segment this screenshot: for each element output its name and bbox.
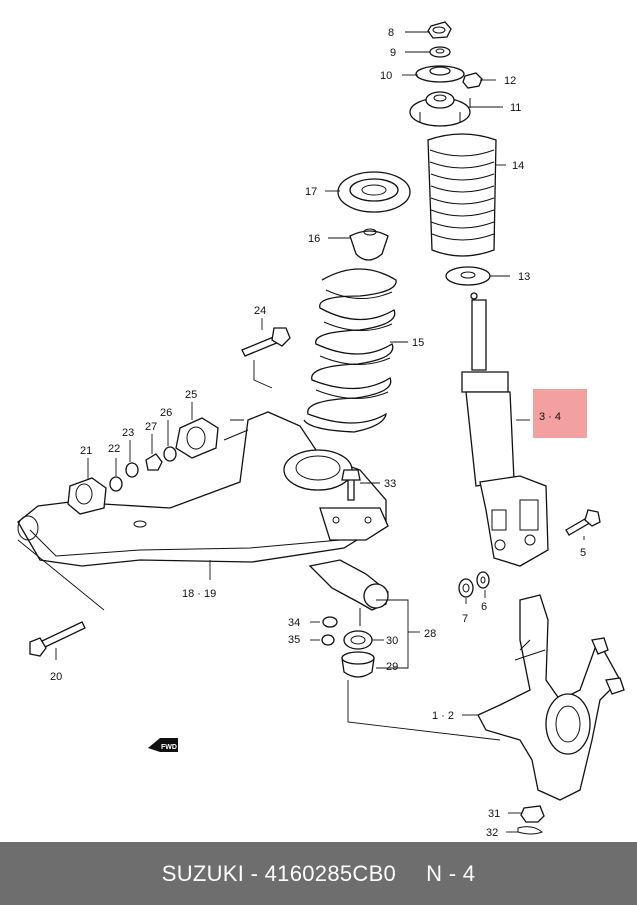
callout-24: 24 bbox=[254, 305, 266, 317]
callout-27: 27 bbox=[145, 421, 157, 433]
leader-lines bbox=[17, 31, 585, 833]
bolt-5 bbox=[565, 509, 601, 536]
callout-28: 28 bbox=[424, 628, 436, 640]
castle-nut-31 bbox=[520, 805, 545, 823]
callout-25: 25 bbox=[185, 389, 197, 401]
callout-26: 26 bbox=[160, 407, 172, 419]
callout-1-2: 1 · 2 bbox=[432, 710, 454, 722]
strut-upper-plate-10 bbox=[415, 65, 465, 83]
exploded-parts-diagram: FWD 8 bbox=[17, 21, 625, 839]
callout-29: 29 bbox=[386, 661, 398, 673]
washer-22 bbox=[109, 476, 123, 492]
callout-16: 16 bbox=[308, 233, 320, 245]
callout-7: 7 bbox=[462, 613, 468, 625]
bump-stop-13 bbox=[445, 266, 491, 300]
callout-17: 17 bbox=[305, 186, 317, 198]
cotter-pin-32 bbox=[517, 826, 543, 835]
callout-10: 10 bbox=[380, 70, 392, 82]
callout-13: 13 bbox=[518, 271, 530, 283]
callout-22: 22 bbox=[108, 443, 120, 455]
dust-boot-14 bbox=[427, 133, 497, 257]
strut-nut-8 bbox=[427, 21, 452, 39]
steering-knuckle-1-2 bbox=[477, 594, 625, 801]
nut-12 bbox=[462, 72, 483, 89]
nut-27 bbox=[145, 453, 163, 471]
highlight-box-3-4[interactable] bbox=[533, 389, 587, 438]
callout-15: 15 bbox=[412, 337, 424, 349]
ball-joint-28 bbox=[308, 559, 389, 626]
nut-7 bbox=[458, 578, 474, 598]
callout-14: 14 bbox=[512, 160, 524, 172]
callout-21: 21 bbox=[80, 445, 92, 457]
callout-12: 12 bbox=[504, 75, 516, 87]
callout-33: 33 bbox=[384, 478, 396, 490]
callout-30: 30 bbox=[386, 635, 398, 647]
callout-3-4[interactable]: 3 · 4 bbox=[539, 411, 561, 423]
callout-20: 20 bbox=[50, 671, 62, 683]
part-number-caption: SUZUKI - 4160285CB0 bbox=[161, 860, 397, 886]
callout-18-19: 18 · 19 bbox=[182, 588, 216, 600]
ball-joint-bracket bbox=[319, 507, 389, 541]
clip-29 bbox=[341, 651, 375, 678]
washer-35 bbox=[321, 634, 335, 646]
callout-6: 6 bbox=[481, 601, 487, 613]
fwd-label: FWD bbox=[161, 744, 177, 751]
bushing-25 bbox=[175, 417, 219, 459]
callout-34: 34 bbox=[288, 617, 300, 629]
bump-stopper-16 bbox=[349, 228, 389, 261]
bolt-20 bbox=[29, 621, 86, 657]
callout-35: 35 bbox=[288, 634, 300, 646]
washer-9 bbox=[429, 46, 451, 58]
footer-bar: SUZUKI - 4160285CB0 N - 4 bbox=[0, 842, 637, 905]
callout-31: 31 bbox=[488, 808, 500, 820]
strut-mount-11 bbox=[409, 91, 471, 127]
callout-11: 11 bbox=[510, 102, 521, 114]
bolt-33 bbox=[341, 469, 361, 501]
boot-30 bbox=[343, 630, 373, 650]
coil-spring-15 bbox=[303, 268, 397, 433]
callout-8: 8 bbox=[388, 27, 394, 39]
washer-6 bbox=[476, 571, 490, 589]
forward-arrow-icon: FWD bbox=[148, 738, 178, 752]
callout-5: 5 bbox=[580, 547, 586, 559]
callout-32: 32 bbox=[486, 827, 498, 839]
lower-control-arm-18-19 bbox=[17, 411, 387, 567]
callout-23: 23 bbox=[122, 427, 134, 439]
nut-23 bbox=[125, 462, 139, 478]
bushing-21 bbox=[67, 477, 107, 515]
callout-9: 9 bbox=[390, 47, 396, 59]
nut-34 bbox=[322, 616, 338, 628]
strut-assembly-3-4 bbox=[461, 299, 549, 567]
spring-seat-17 bbox=[337, 171, 411, 213]
diagram-code: N - 4 bbox=[426, 860, 476, 886]
washer-26 bbox=[163, 446, 177, 462]
bolt-24 bbox=[241, 327, 291, 357]
